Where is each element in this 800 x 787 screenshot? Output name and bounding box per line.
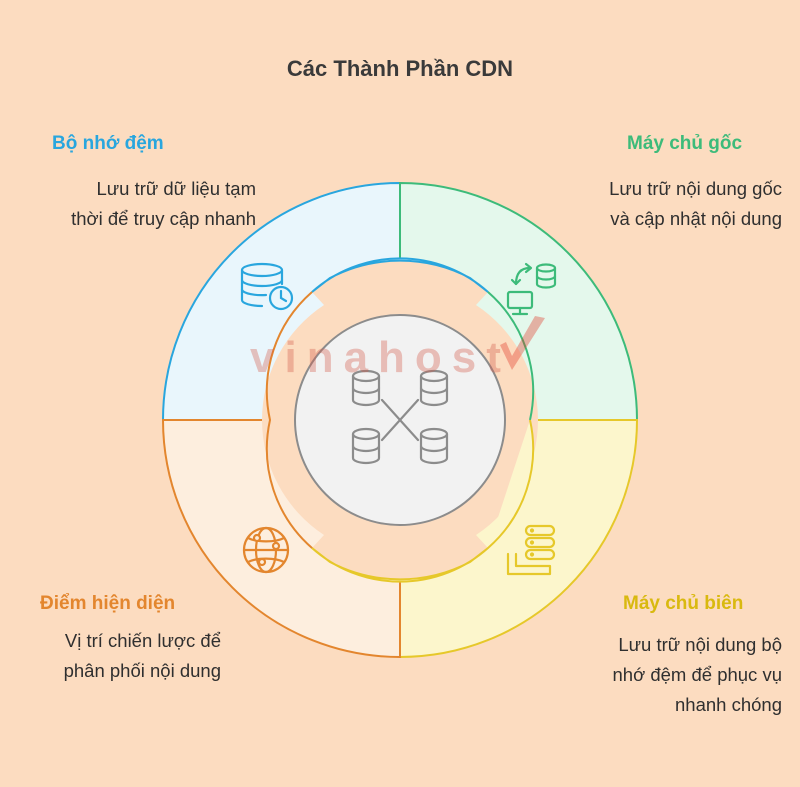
- svg-text:vinahost: vinahost: [250, 333, 511, 382]
- heading-origin: Máy chủ gốc: [627, 133, 743, 154]
- server-sync-icon: [506, 262, 557, 316]
- desc-edge: Lưu trữ nội dung bộ nhớ đệm để phục vụ n…: [612, 634, 783, 715]
- database-clock-icon: [240, 262, 294, 311]
- desc-pop: Vị trí chiến lược để phân phối nội dung: [63, 630, 221, 681]
- heading-edge: Máy chủ biên: [623, 593, 744, 614]
- distributed-database-icon: [351, 369, 449, 465]
- edge-server-icon: [506, 524, 556, 576]
- globe-network-icon: [242, 526, 290, 574]
- watermark-logo: vinahost: [250, 316, 545, 382]
- desc-origin: Lưu trữ nội dung gốc và cập nhật nội dun…: [609, 178, 782, 229]
- page-title: Các Thành Phần CDN: [286, 56, 514, 81]
- desc-cache: Lưu trữ dữ liệu tạm thời để truy cập nha…: [71, 178, 256, 229]
- heading-pop: Điểm hiện diện: [40, 593, 176, 614]
- heading-cache: Bộ nhớ đệm: [52, 133, 164, 154]
